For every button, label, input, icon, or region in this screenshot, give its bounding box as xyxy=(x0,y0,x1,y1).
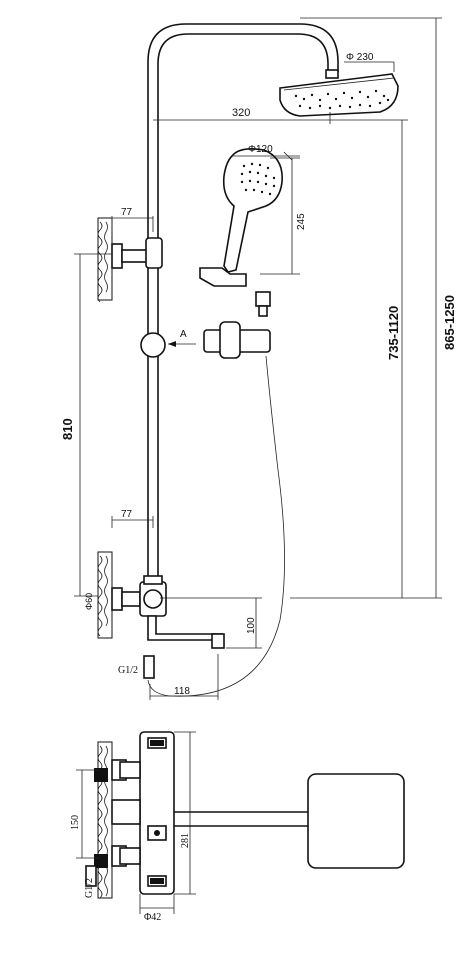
hand-shower xyxy=(222,148,283,273)
view-marker-label: A xyxy=(180,329,187,340)
riser-pipe xyxy=(147,23,339,600)
slide-ring xyxy=(140,332,166,358)
body-diameter-label: Φ42 xyxy=(144,912,161,923)
middle-support xyxy=(111,799,141,825)
hand-shower-length-label: 245 xyxy=(296,213,307,230)
inlet-spacing-label: 150 xyxy=(70,815,81,830)
riser-pipe-inner xyxy=(157,33,329,600)
total-height-range-label: 865-1250 xyxy=(442,295,457,350)
lower-inlet xyxy=(85,845,141,887)
head-diameter-label: Φ 230 xyxy=(346,52,374,63)
upper-inlet xyxy=(94,759,141,782)
spout-reach-label: 118 xyxy=(174,686,190,697)
spout-drop-label: 100 xyxy=(246,617,257,634)
square-shower-head-front xyxy=(307,773,405,869)
overhead-shower-head xyxy=(279,69,399,117)
wall-offset-lower-label: 77 xyxy=(121,509,133,520)
hand-shower-holder xyxy=(199,267,247,287)
inlet-thread-label: G1/2 xyxy=(118,665,138,676)
side-view: Φ 230 320 Φ120 245 xyxy=(60,17,457,700)
upper-wall-bracket xyxy=(97,217,163,303)
head-height-range-label: 735-1120 xyxy=(386,306,401,360)
wall-offset-top-label: 77 xyxy=(121,207,133,218)
inlet-diameter-label: Φ60 xyxy=(84,593,94,610)
bracket-spacing-label: 810 xyxy=(60,418,75,440)
front-view: 150 281 G1/2 Φ42 xyxy=(70,731,405,923)
body-length-label: 281 xyxy=(180,833,191,848)
lower-wall-and-valve xyxy=(97,551,225,679)
thermostat-body xyxy=(139,731,175,895)
hand-head-diameter-label: Φ120 xyxy=(248,144,273,155)
arm-reach-label: 320 xyxy=(232,107,250,119)
slide-holder-detail xyxy=(203,291,271,359)
front-inlet-thread-label: G1/2 xyxy=(84,878,95,898)
